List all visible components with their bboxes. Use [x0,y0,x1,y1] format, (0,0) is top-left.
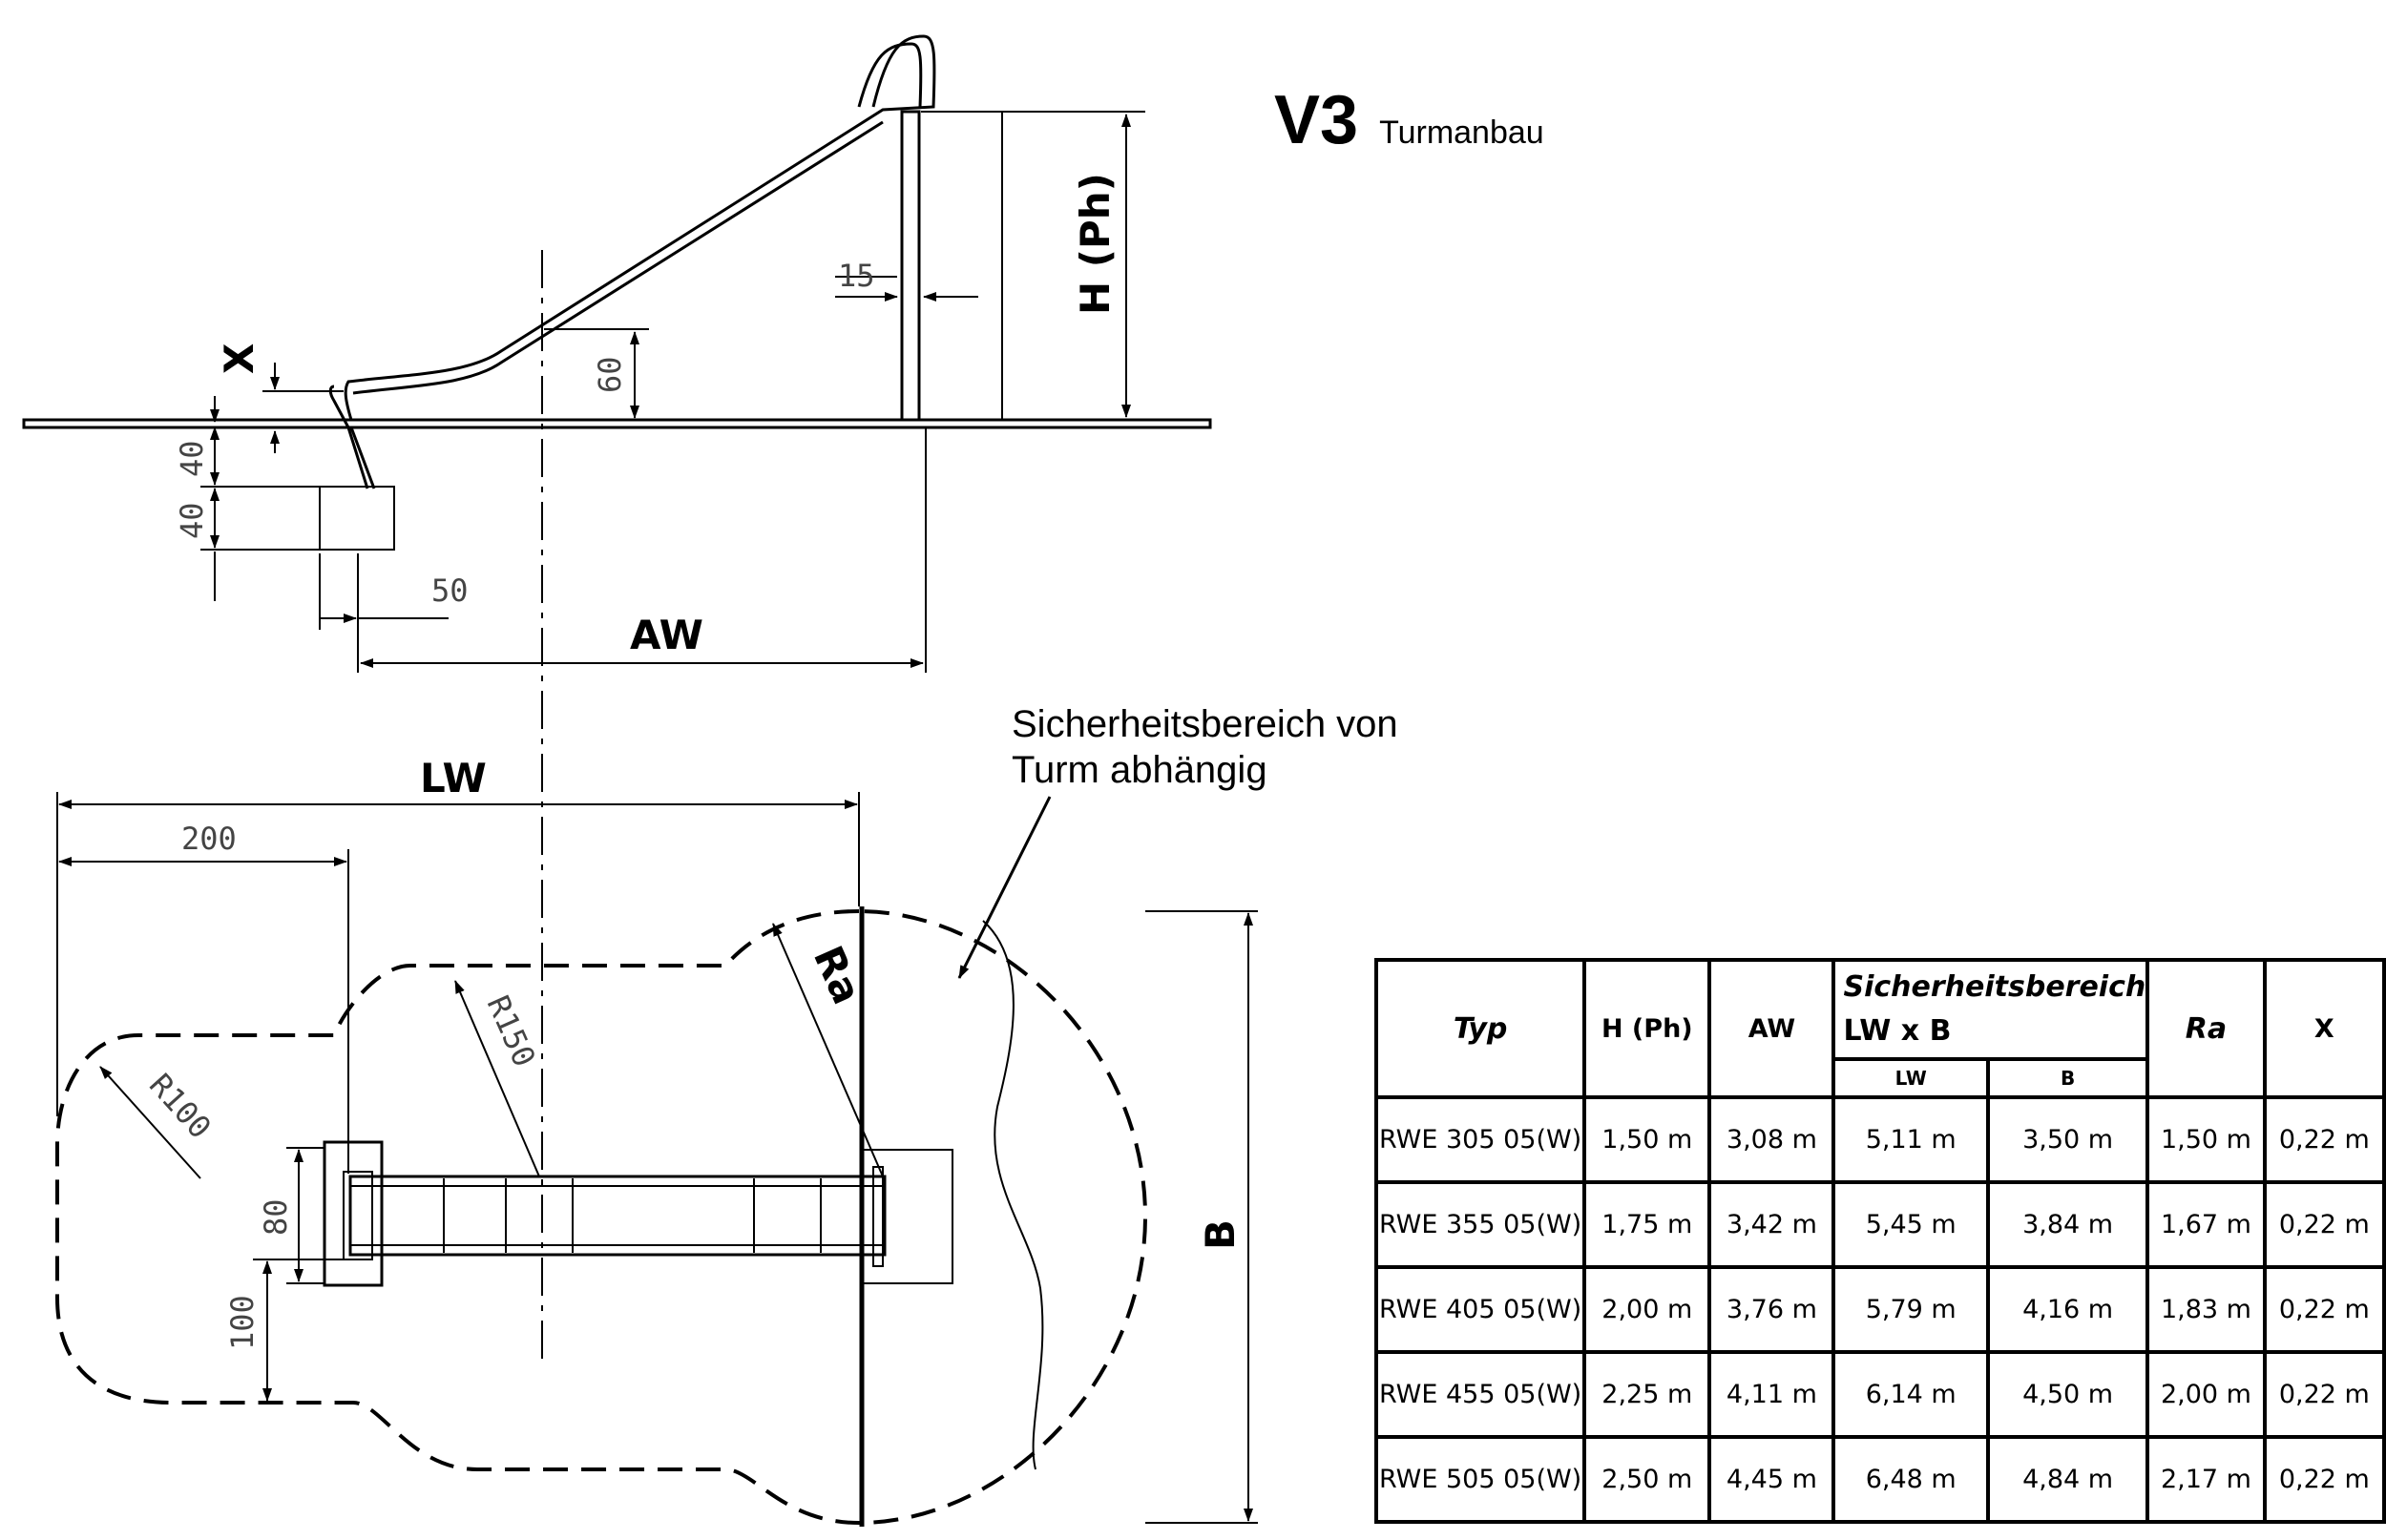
cell-typ: RWE 505 05(W) [1373,1435,1587,1524]
b-label: B [1197,1219,1244,1250]
cell-h: 1,50 m [1582,1095,1712,1184]
aw-label: AW [630,612,703,658]
slide-profile-inner [352,42,923,395]
cell-aw: 3,42 m [1707,1180,1836,1269]
table-row: RWE 455 05(W) 2,25 m 4,11 m 6,14 m 4,50 … [1373,1350,2386,1439]
cell-x: 0,22 m [2262,1180,2386,1269]
cell-b: 4,16 m [1985,1265,2150,1354]
cell-h: 2,50 m [1582,1435,1712,1524]
cell-typ: RWE 405 05(W) [1373,1265,1587,1354]
safety-note: Sicherheitsbereich von Turm abhängig [1012,701,1398,793]
cell-h: 1,75 m [1582,1180,1712,1269]
dim-100: 100 [224,1295,261,1350]
cell-aw: 3,76 m [1707,1265,1836,1354]
cell-b: 3,84 m [1985,1180,2150,1269]
side-view: H (Ph) 15 60 X 40 40 50 AW [22,34,1212,673]
note-arrow [957,796,1052,979]
cell-b: 4,84 m [1985,1435,2150,1524]
x-label: X [216,343,262,374]
lw-label: LW [420,755,487,801]
cell-lw: 6,14 m [1831,1350,1990,1439]
cell-x: 0,22 m [2262,1435,2386,1524]
cell-typ: RWE 455 05(W) [1373,1350,1587,1439]
header-x: X [2262,958,2386,1099]
cell-aw: 3,08 m [1707,1095,1836,1184]
cell-typ: RWE 305 05(W) [1373,1095,1587,1184]
cell-h: 2,00 m [1582,1265,1712,1354]
header-safety-line1: Sicherheitsbereich [1843,970,2146,1004]
header-safety: Sicherheitsbereich LW x B [1831,958,2150,1061]
foundation [319,486,395,551]
ground-line [22,418,1212,429]
cell-typ: RWE 355 05(W) [1373,1180,1587,1269]
cell-lw: 5,11 m [1831,1095,1990,1184]
header-aw: AW [1707,958,1836,1099]
slide-top-view [348,1175,887,1257]
note-line-1: Sicherheitsbereich von [1012,703,1398,745]
header-ra: Ra [2145,958,2267,1099]
note-line-2: Turm abhängig [1012,749,1267,791]
cell-aw: 4,45 m [1707,1435,1836,1524]
cell-x: 0,22 m [2262,1265,2386,1354]
cell-x: 0,22 m [2262,1095,2386,1184]
table-row: RWE 355 05(W) 1,75 m 3,42 m 5,45 m 3,84 … [1373,1180,2386,1269]
variant-subtitle: Turmanbau [1379,114,1544,151]
spec-table: Typ H (Ph) AW Sicherheitsbereich LW x B … [1373,958,2386,1524]
cell-b: 4,50 m [1985,1350,2150,1439]
cell-ra: 2,17 m [2145,1435,2267,1524]
top-view: LW 200 80 100 R100 [55,755,1258,1527]
foot-foundation [323,1140,384,1287]
cell-lw: 5,45 m [1831,1180,1990,1269]
cell-ra: 1,50 m [2145,1095,2267,1184]
tower-wave [982,920,1044,1470]
cell-aw: 4,11 m [1707,1350,1836,1439]
dim-15: 15 [838,258,875,294]
cell-lw: 5,79 m [1831,1265,1990,1354]
dim-60: 60 [592,356,628,393]
dim-80: 80 [258,1198,294,1236]
table-row: RWE 505 05(W) 2,50 m 4,45 m 6,48 m 4,84 … [1373,1435,2386,1524]
tower-post [900,110,921,422]
slide-outrun [328,385,376,489]
dim-50: 50 [431,572,469,609]
variant-code: V3 [1274,82,1359,158]
dim-40b: 40 [174,502,210,539]
dim-40a: 40 [174,440,210,477]
r100-label: R100 [142,1067,219,1146]
table-row: RWE 405 05(W) 2,00 m 3,76 m 5,79 m 4,16 … [1373,1265,2386,1354]
safety-area-outline [55,908,1148,1526]
slide-profile [344,34,936,421]
tower-platform [861,1149,953,1284]
height-label: H (Ph) [1072,173,1119,315]
cell-ra: 1,83 m [2145,1265,2267,1354]
cell-ra: 2,00 m [2145,1350,2267,1439]
cell-lw: 6,48 m [1831,1435,1990,1524]
cell-ra: 1,67 m [2145,1180,2267,1269]
header-safety-line2: LW x B [1843,1014,1952,1048]
table-row: RWE 305 05(W) 1,50 m 3,08 m 5,11 m 3,50 … [1373,1095,2386,1184]
header-b: B [1985,1057,2150,1099]
header-h: H (Ph) [1582,958,1712,1099]
drawing-title: V3 Turmanbau [1274,81,1544,159]
header-typ: Typ [1373,958,1587,1099]
cell-h: 2,25 m [1582,1350,1712,1439]
cell-x: 0,22 m [2262,1350,2386,1439]
cell-b: 3,50 m [1985,1095,2150,1184]
header-lw: LW [1831,1057,1990,1099]
dim-200: 200 [181,821,237,857]
